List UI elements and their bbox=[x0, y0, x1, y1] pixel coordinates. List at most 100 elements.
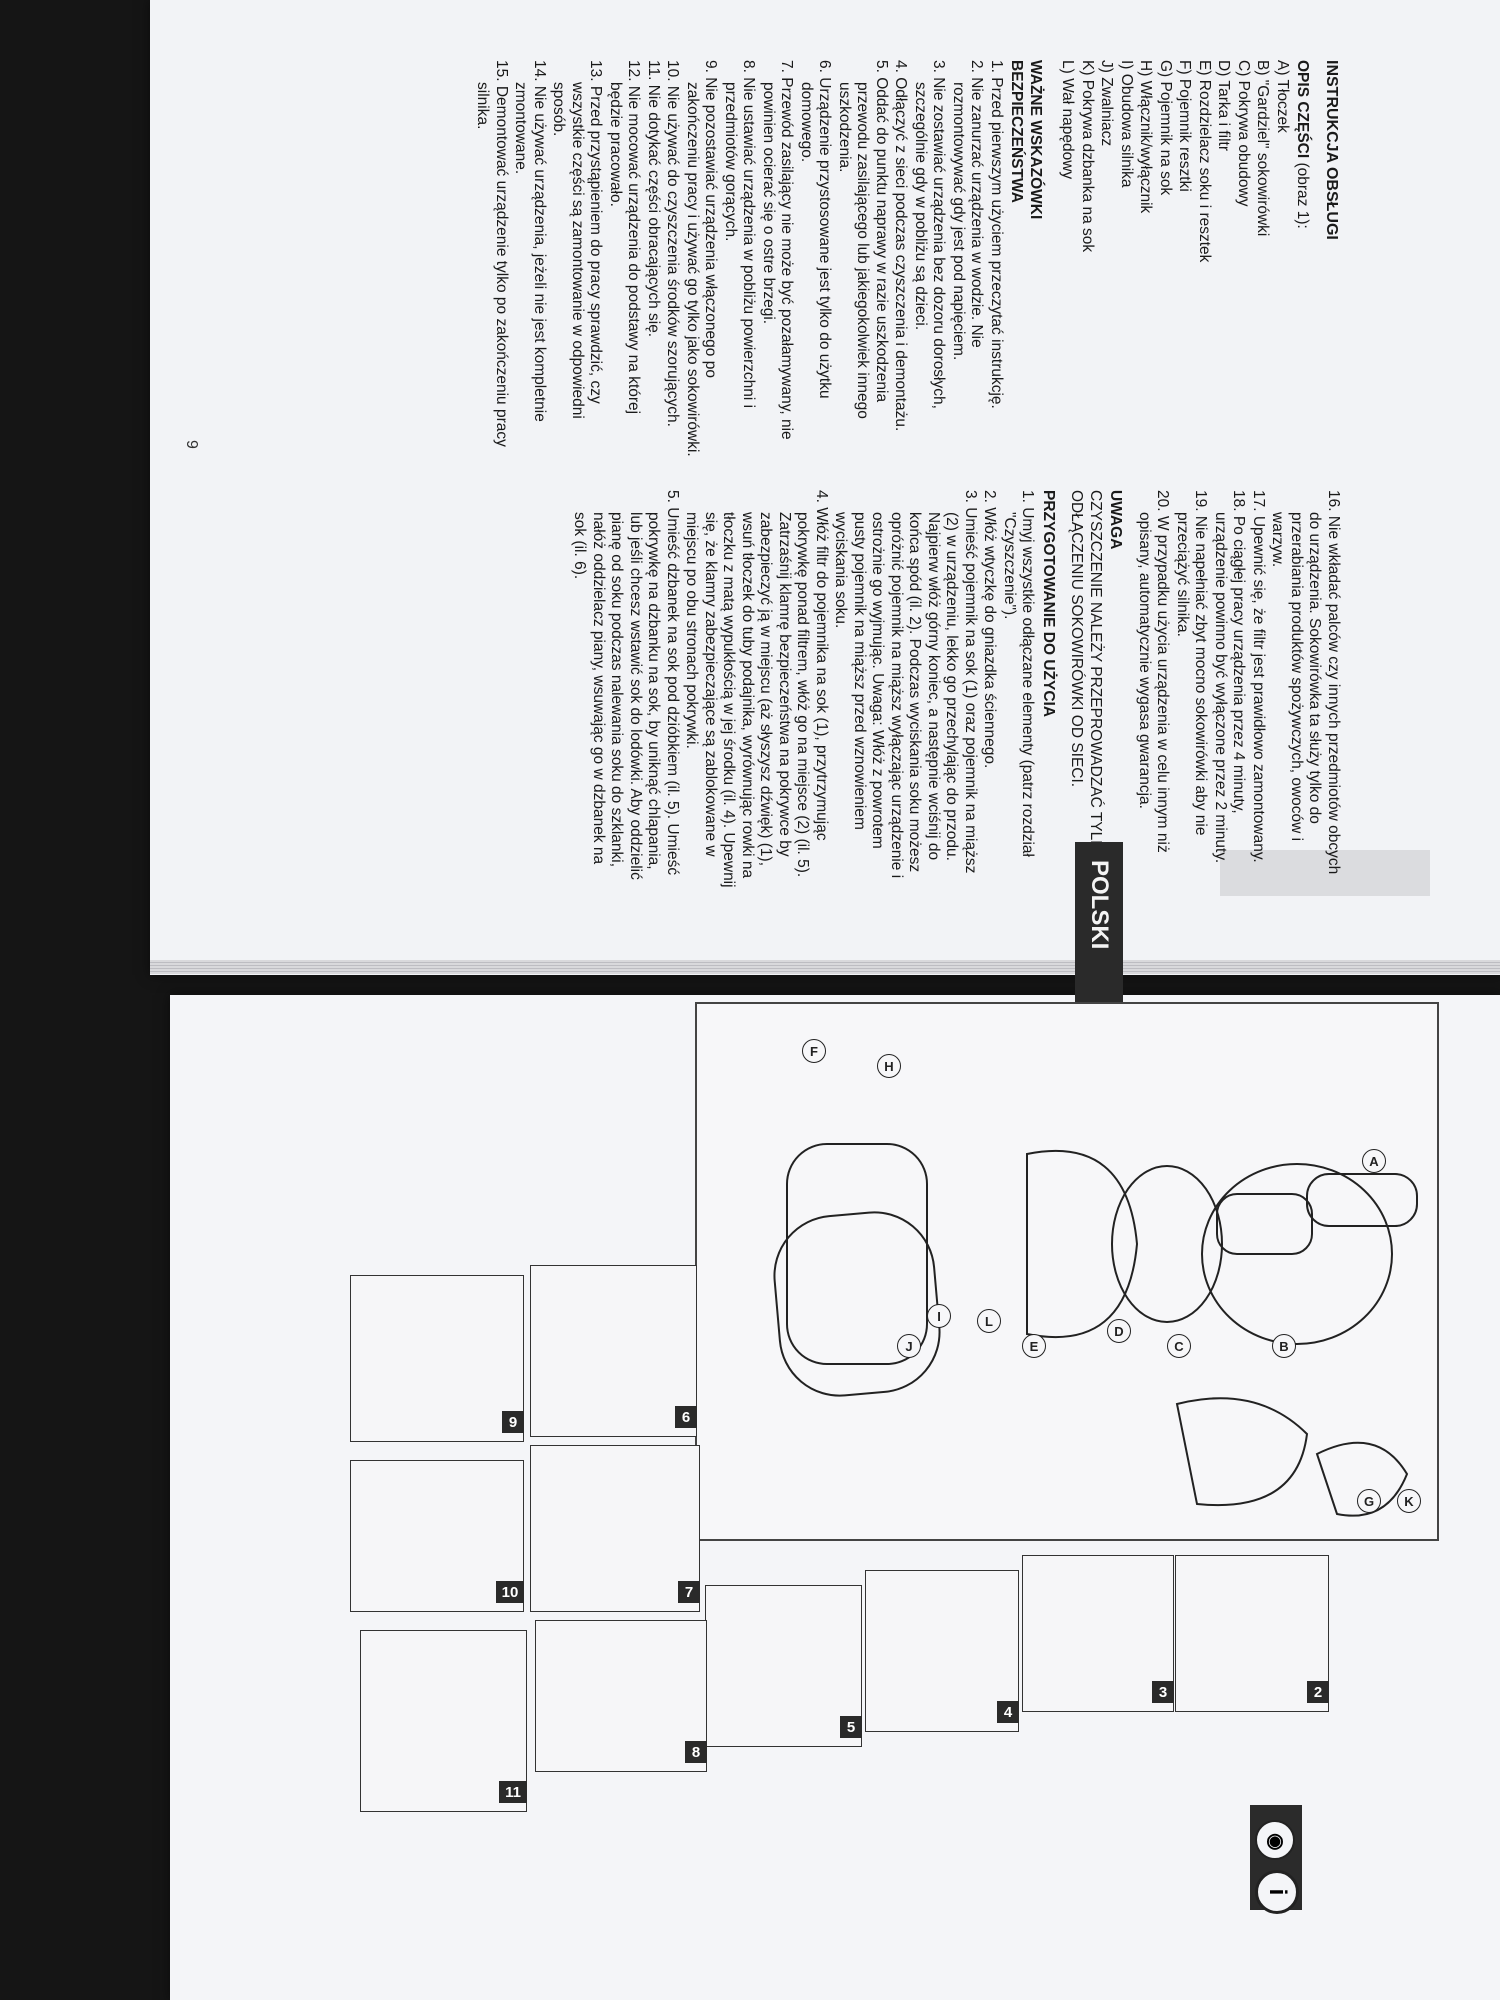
step-panel-4: 4 bbox=[865, 1570, 1019, 1732]
step-number-label: 6 bbox=[675, 1406, 697, 1428]
list-item: F) Pojemnik resztki bbox=[1176, 60, 1194, 192]
step-number-label: 7 bbox=[678, 1581, 700, 1603]
list-item: D) Tarka i filtr bbox=[1215, 60, 1233, 152]
part-label-c: C bbox=[1167, 1334, 1191, 1358]
list-item: 16. Nie wkładać palców czy innych przedm… bbox=[1269, 490, 1343, 875]
list-item: E) Rozdzielacz soku i resztek bbox=[1196, 60, 1213, 263]
part-label-a: A bbox=[1362, 1149, 1386, 1173]
list-item: C) Pokrywa obudowy bbox=[1235, 60, 1252, 207]
part-label-l: L bbox=[977, 1309, 1001, 1333]
part-label-b: B bbox=[1272, 1334, 1296, 1358]
list-item: 10. Nie używać do czyszczenia środków sz… bbox=[664, 60, 682, 427]
list-item: 1. Umyj wszystkie odłączane elementy (pa… bbox=[1001, 490, 1037, 857]
list-item: 2. Włóż wtyczkę do gniazdka ściennego. bbox=[981, 490, 999, 769]
step-panel-8: 8 bbox=[535, 1620, 707, 1772]
motor-base-shape bbox=[773, 1211, 941, 1397]
safety-list-part-2: 16. Nie wkładać palców czy innych przedm… bbox=[1135, 490, 1343, 890]
filter-shape bbox=[1111, 1165, 1223, 1323]
list-item: 5. Umieść dzbanek na sok pod dzióbkiem (… bbox=[571, 490, 682, 880]
list-item: 3. Umieść pojemnik na sok (1) oraz pojem… bbox=[832, 490, 980, 879]
list-item: 19. Nie napełniać zbyt mocno sokowirówki… bbox=[1174, 490, 1210, 836]
page-number-left: 9 bbox=[183, 440, 200, 449]
safety-list-part-1: 1. Przed pierwszym użyciem przeczytać in… bbox=[473, 60, 1006, 460]
list-item: 4. Włóż filtr do pojemnika na sok (1), p… bbox=[683, 490, 831, 888]
step-panel-9: 9 bbox=[350, 1275, 524, 1442]
list-item: G) Pojemnik na sok bbox=[1157, 60, 1174, 196]
eye-icon: ◉ bbox=[1255, 1820, 1295, 1860]
step-panel-7: 7 bbox=[530, 1445, 700, 1612]
list-item: 7. Przewód zasilający nie może być pozał… bbox=[760, 60, 796, 440]
exploded-parts-diagram: A B C D E F G H I J K L bbox=[695, 1002, 1439, 1541]
safety-heading-2: BEZPIECZEŃSTWA bbox=[1008, 60, 1026, 203]
jug-shape bbox=[1175, 1397, 1309, 1507]
warning-text: CZYSZCZENIE NALEŻY PRZEPROWADZAĆ TYLKO P… bbox=[1068, 490, 1105, 890]
step-number-label: 3 bbox=[1152, 1681, 1174, 1703]
part-label-f: F bbox=[802, 1039, 826, 1063]
step-panel-10: 10 bbox=[350, 1460, 524, 1612]
list-item: 9. Nie pozostawiać urządzenia włączonego… bbox=[684, 60, 720, 457]
step-number-label: 8 bbox=[685, 1741, 707, 1763]
step-number-label: 9 bbox=[502, 1411, 524, 1433]
prep-list: 1. Umyj wszystkie odłączane elementy (pa… bbox=[570, 490, 1037, 890]
part-label-g: G bbox=[1357, 1489, 1381, 1513]
bowl-shape bbox=[1026, 1149, 1139, 1339]
warning-heading: UWAGA bbox=[1107, 490, 1125, 550]
list-item: 15. Demontować urządzenie tylko po zakoń… bbox=[474, 60, 511, 447]
safety-heading-1: WAŻNE WSKAZÓWKI bbox=[1027, 60, 1044, 220]
pulp-container-shape bbox=[786, 1143, 928, 1365]
list-item: I) Obudowa silnika bbox=[1118, 60, 1135, 188]
feed-chute-shape bbox=[1216, 1193, 1313, 1255]
step-number-label: 4 bbox=[997, 1701, 1019, 1723]
list-item: 20. W przypadku użycia urządzenia w celu… bbox=[1136, 490, 1172, 853]
list-item: 8. Nie ustawiać urządzenia w pobliżu pow… bbox=[722, 60, 758, 409]
list-item: 18. Po ciągłej pracy urządzenia przez 4 … bbox=[1212, 490, 1248, 864]
part-label-h: H bbox=[877, 1054, 901, 1078]
list-item: J) Zwalniacz bbox=[1098, 60, 1116, 147]
step-panel-5: 5 bbox=[705, 1585, 862, 1747]
list-item: 2. Nie zanurzać urządzenia w wodzie. Nie… bbox=[950, 60, 986, 361]
info-icon: i bbox=[1255, 1870, 1299, 1914]
parts-heading: OPIS CZĘŚCI (obraz 1): bbox=[1294, 60, 1312, 229]
lid-shape bbox=[1201, 1163, 1393, 1345]
instruction-text-sheet: INSTRUKCJA OBSŁUGI OPIS CZĘŚCI (obraz 1)… bbox=[160, 0, 1460, 1077]
parts-list: A) Tłoczek B) "Gardziel" sokowirówki C) … bbox=[1058, 60, 1292, 460]
step-panel-6: 6 bbox=[530, 1265, 697, 1437]
left-manual-page bbox=[150, 0, 1500, 975]
list-item: H) Włącznik/wyłącznik bbox=[1137, 60, 1155, 214]
list-item: 17. Upewnić się, że filtr jest prawidłow… bbox=[1250, 490, 1267, 863]
list-item: L) Wał napędowy bbox=[1059, 60, 1077, 180]
list-item: 1. Przed pierwszym użyciem przeczytać in… bbox=[988, 60, 1005, 409]
manual-title: INSTRUKCJA OBSŁUGI bbox=[1323, 60, 1340, 240]
step-number-label: 5 bbox=[840, 1716, 862, 1738]
part-label-k: K bbox=[1397, 1489, 1421, 1513]
part-label-j: J bbox=[897, 1334, 921, 1358]
part-label-i: I bbox=[927, 1304, 951, 1328]
list-item: 11. Nie dotykać części obracających się. bbox=[645, 60, 662, 338]
list-item: K) Pokrywa dzbanka na sok bbox=[1079, 60, 1096, 253]
juicer-exploded-illustration bbox=[773, 1143, 1418, 1517]
list-item: 14. Nie używać urządzenia, jeżeli nie je… bbox=[512, 60, 549, 422]
list-item: 4. Odłączyć z sieci podczas czyszczenia … bbox=[892, 60, 910, 432]
prep-heading: PRZYGOTOWANIE DO UŻYCIA bbox=[1040, 490, 1057, 718]
part-label-e: E bbox=[1022, 1334, 1046, 1358]
step-number-label: 10 bbox=[496, 1581, 524, 1603]
text-column-left: INSTRUKCJA OBSŁUGI OPIS CZĘŚCI (obraz 1)… bbox=[472, 60, 1341, 460]
pusher-shape bbox=[1306, 1173, 1418, 1227]
step-number-label: 11 bbox=[499, 1781, 527, 1803]
list-item: 3. Nie zostawiać urządzenia bez dozoru d… bbox=[912, 60, 948, 409]
list-item: 12. Nie mocować urządzenia do podstawy n… bbox=[607, 60, 643, 415]
step-panel-3: 3 bbox=[1022, 1555, 1174, 1712]
list-item: B) "Gardziel" sokowirówki bbox=[1254, 60, 1272, 237]
part-label-d: D bbox=[1107, 1319, 1131, 1343]
text-column-right: 16. Nie wkładać palców czy innych przedm… bbox=[569, 490, 1343, 890]
list-item: 6. Urządzenie przystosowane jest tylko d… bbox=[798, 60, 834, 399]
step-number-label: 2 bbox=[1307, 1681, 1329, 1703]
jug-lid-shape bbox=[1315, 1441, 1409, 1517]
step-panel-11: 11 bbox=[360, 1630, 527, 1812]
step-panel-2: 2 bbox=[1175, 1555, 1329, 1712]
bleed-through-tab bbox=[1220, 850, 1430, 896]
page-stack-edge bbox=[150, 960, 1500, 974]
list-item: 5. Oddać do punktu naprawy w razie uszko… bbox=[836, 60, 890, 419]
list-item: 13. Przed przystąpieniem do pracy sprawd… bbox=[550, 60, 605, 419]
list-item: A) Tłoczek bbox=[1274, 60, 1291, 133]
